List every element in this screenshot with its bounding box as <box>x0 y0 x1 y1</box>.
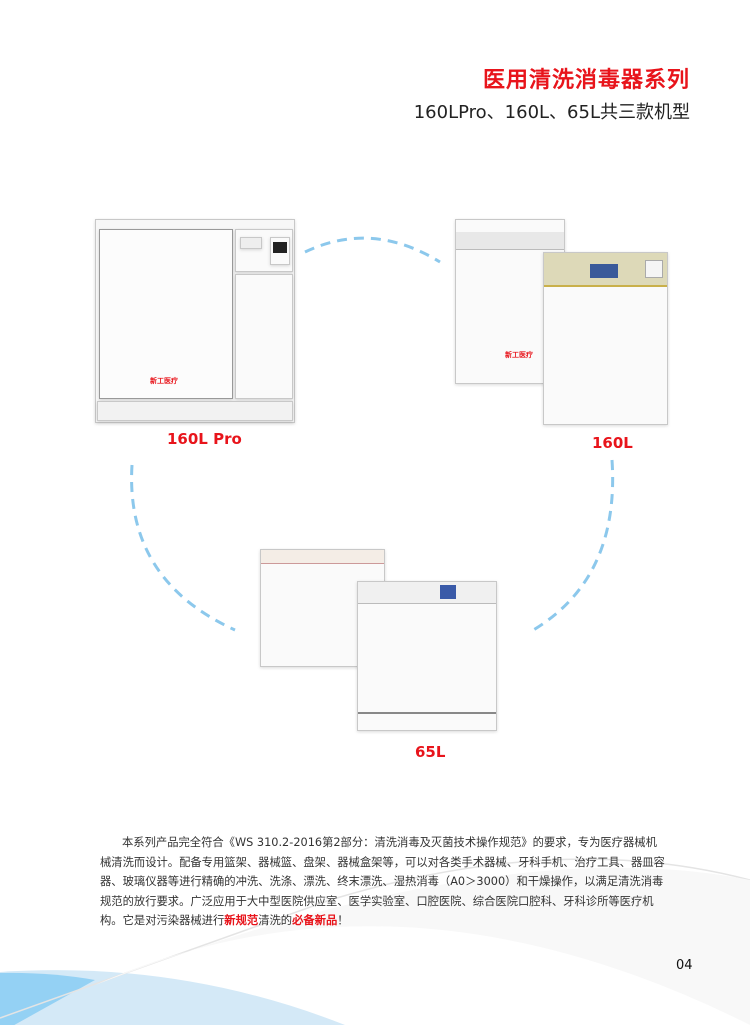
page-number: 04 <box>676 958 693 973</box>
highlight-new-standard: 新规范 <box>224 914 259 927</box>
highlight-essential-product: 必备新品 <box>292 914 338 927</box>
description-text: ！ <box>337 914 349 927</box>
brand-logo: 新工医疗 <box>505 351 533 359</box>
product-description: 本系列产品完全符合《WS 310.2-2016第2部分：清洗消毒及灭菌技术操作规… <box>100 833 665 931</box>
dashed-connector-arcs <box>130 236 615 634</box>
description-text: 本系列产品完全符合《WS 310.2-2016第2部分：清洗消毒及灭菌技术操作规… <box>100 836 665 927</box>
product-label-65l: 65L <box>415 743 446 761</box>
page-subtitle: 160LPro、160L、65L共三款机型 <box>413 102 690 123</box>
brand-logo: 新工医疗 <box>150 377 178 385</box>
product-label-160l-pro: 160L Pro <box>167 430 242 448</box>
page-title: 医用清洗消毒器系列 <box>482 68 690 93</box>
description-text: 清洗的 <box>258 914 293 927</box>
product-label-160l: 160L <box>592 434 633 452</box>
